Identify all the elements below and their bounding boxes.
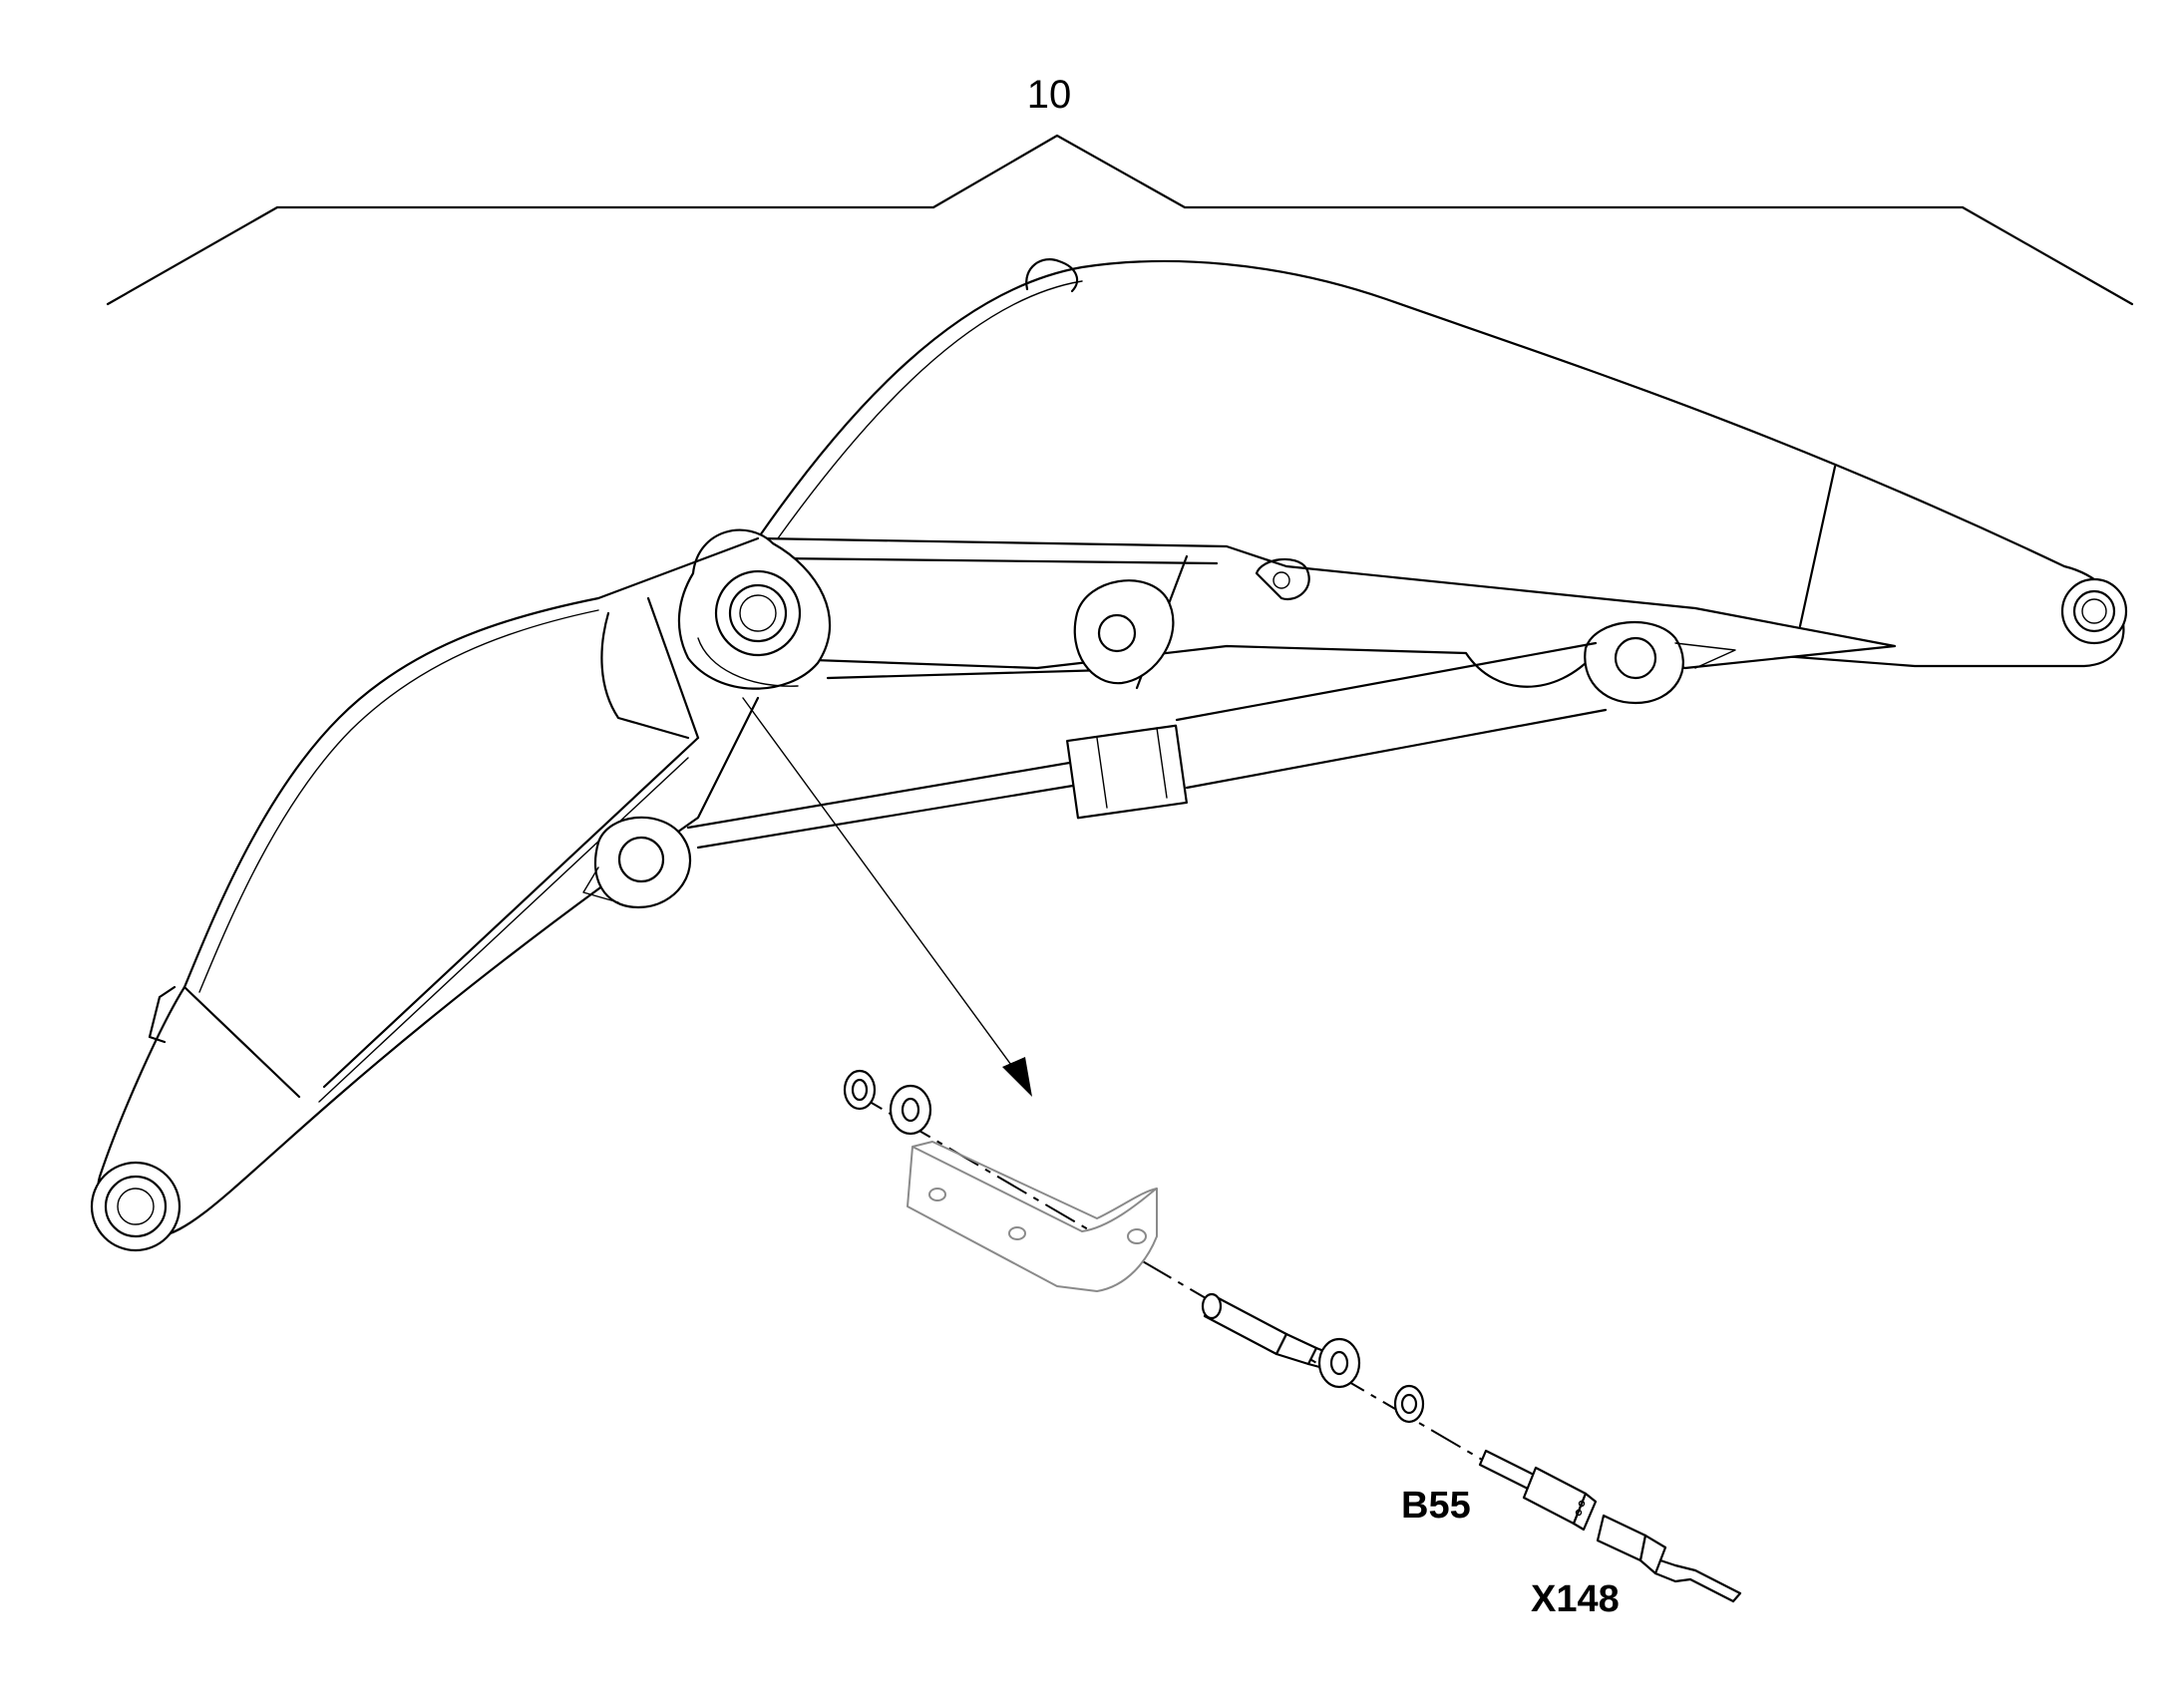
lower-arm-outline	[97, 536, 760, 1238]
nut-upper	[843, 1069, 877, 1111]
washer-upper	[889, 1084, 932, 1136]
arm-tip-pivot	[90, 1161, 182, 1252]
hydraulic-cylinder	[686, 641, 1608, 850]
main-pivot-assembly	[677, 528, 832, 690]
boom-lower-pivot	[1584, 620, 1736, 705]
leader-line	[742, 697, 1028, 1088]
arm-mid-pivot	[582, 816, 692, 909]
arm-pivot-right	[1073, 579, 1175, 685]
sensor-label: B55	[1401, 1485, 1471, 1527]
harness-connector	[1596, 1514, 1742, 1603]
leader-arrowhead	[1002, 1057, 1032, 1097]
washer-lower	[1317, 1337, 1361, 1389]
mounting-bracket	[907, 1141, 1158, 1292]
sensor-plug	[1478, 1449, 1598, 1532]
proximity-sensor	[1201, 1292, 1343, 1373]
boom-tip-pivot	[2060, 577, 2128, 645]
connector-label: X148	[1531, 1578, 1620, 1620]
item-bracket-line	[106, 134, 2134, 306]
nut-lower	[1393, 1384, 1425, 1424]
arm-side-plate	[756, 536, 1897, 690]
top-lug	[1255, 557, 1310, 601]
item-number-label: 10	[1027, 73, 1072, 117]
